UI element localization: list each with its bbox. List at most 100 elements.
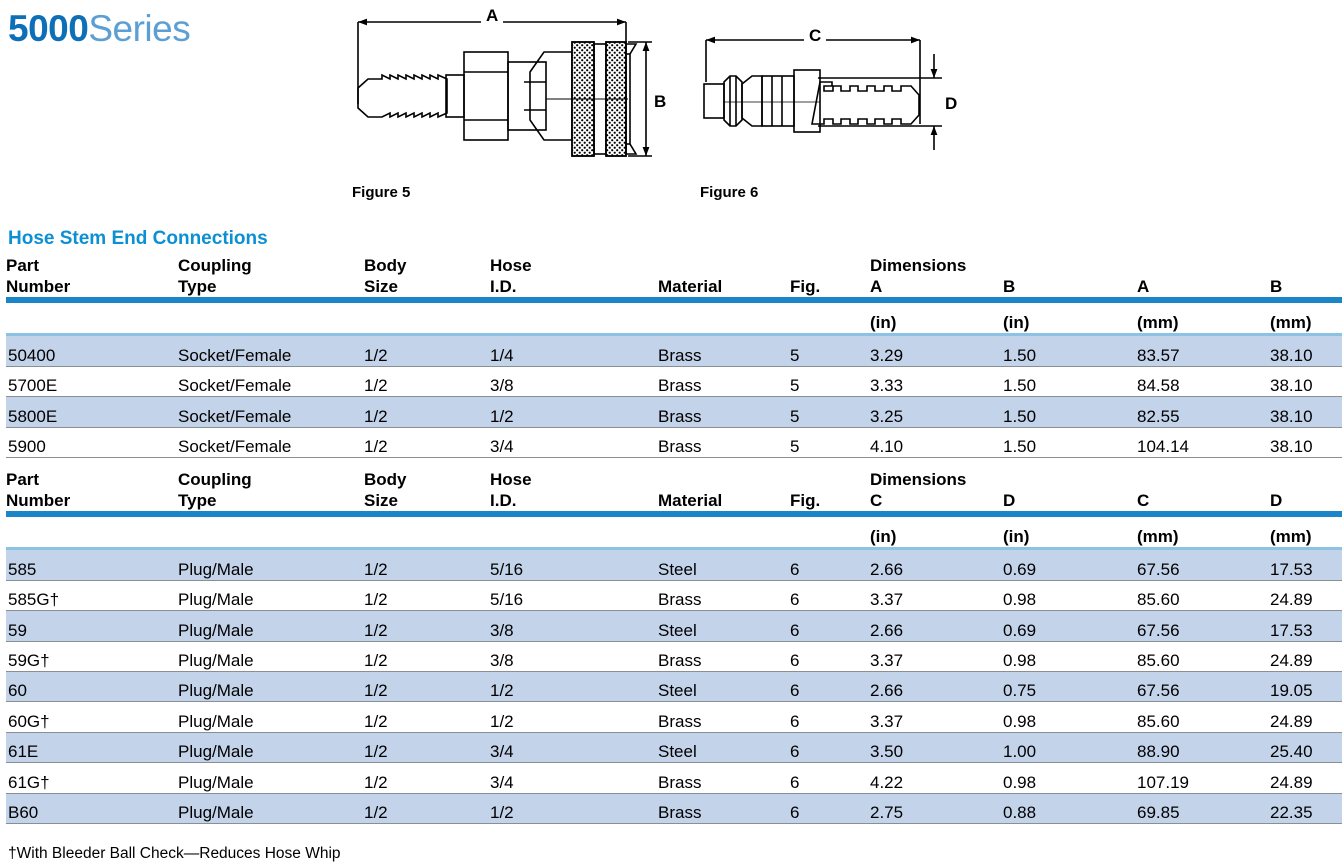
cell-part-number: 50400: [6, 336, 178, 367]
cell-dim-4: 38.10: [1270, 366, 1343, 398]
cell-fig: 5: [790, 366, 870, 398]
cell-dim-2: 0.98: [1003, 580, 1137, 612]
cell-dim-1: 4.22: [870, 762, 1003, 794]
cell-dim-3: 85.60: [1137, 641, 1270, 673]
cell-fig: 6: [790, 701, 870, 733]
cell-material: Brass: [658, 762, 790, 794]
cell-dim-2: 1.50: [1003, 427, 1137, 459]
table1-unit-a-in: (in): [870, 313, 897, 332]
cell-material: Steel: [658, 550, 790, 581]
table1-col-dim-b-mm: B: [1270, 277, 1283, 296]
cell-coupling-type: Plug/Male: [178, 550, 364, 581]
cell-dim-1: 2.66: [870, 671, 1003, 703]
cell-dim-1: 3.37: [870, 701, 1003, 733]
cell-part-number: 61G†: [6, 762, 178, 794]
cell-dim-1: 2.75: [870, 793, 1003, 825]
figure-6-caption: Figure 6: [700, 184, 759, 201]
cell-part-number: 61E: [6, 732, 178, 764]
cell-dim-1: 3.37: [870, 641, 1003, 673]
table2-header-rule: [6, 511, 1343, 517]
cell-coupling-type: Socket/Female: [178, 396, 364, 428]
cell-coupling-type: Plug/Male: [178, 641, 364, 673]
cell-dim-2: 1.50: [1003, 336, 1137, 367]
cell-dim-2: 0.98: [1003, 762, 1137, 794]
cell-part-number: 60G†: [6, 701, 178, 733]
table2-units-row: (in) (in) (mm) (mm): [6, 517, 1342, 547]
table2-col-material: Material: [658, 491, 723, 510]
cell-dim-4: 22.35: [1270, 793, 1343, 825]
cell-coupling-type: Plug/Male: [178, 762, 364, 794]
cell-fig: 5: [790, 336, 870, 367]
cell-part-number: 585: [6, 550, 178, 581]
cell-fig: 6: [790, 732, 870, 764]
cell-dim-3: 67.56: [1137, 550, 1270, 581]
table1-col-hose-id: Hose I.D.: [490, 256, 532, 296]
cell-hose-id: 1/2: [490, 671, 658, 703]
table1-unit-b-in: (in): [1003, 313, 1030, 332]
cell-dim-3: 67.56: [1137, 671, 1270, 703]
cell-material: Brass: [658, 336, 790, 367]
table1-col-body-size: Body Size: [364, 256, 407, 296]
cell-material: Brass: [658, 366, 790, 398]
cell-dim-2: 0.98: [1003, 641, 1137, 673]
cell-dim-4: 24.89: [1270, 762, 1343, 794]
table2-col-hose-id: Hose I.D.: [490, 470, 532, 510]
cell-fig: 6: [790, 671, 870, 703]
cell-body-size: 1/2: [364, 610, 490, 642]
table2-col-dim-c-mm: C: [1137, 491, 1150, 510]
cell-dim-3: 85.60: [1137, 701, 1270, 733]
cell-dim-3: 83.57: [1137, 336, 1270, 367]
cell-dim-1: 4.10: [870, 427, 1003, 459]
cell-body-size: 1/2: [364, 366, 490, 398]
table2-col-part-number: Part Number: [6, 470, 71, 510]
cell-hose-id: 3/8: [490, 366, 658, 398]
cell-dim-4: 19.05: [1270, 671, 1343, 703]
cell-dim-2: 0.69: [1003, 550, 1137, 581]
cell-hose-id: 3/8: [490, 641, 658, 673]
cell-body-size: 1/2: [364, 641, 490, 673]
table2-col-dim-c-in: C: [870, 491, 883, 510]
cell-fig: 6: [790, 610, 870, 642]
cell-dim-3: 88.90: [1137, 732, 1270, 764]
hose-stem-plug-table: Dimensions Part Number Coupling Type Bod…: [6, 470, 1343, 825]
cell-hose-id: 3/8: [490, 610, 658, 642]
cell-hose-id: 3/4: [490, 427, 658, 459]
cell-material: Brass: [658, 793, 790, 825]
cell-dim-4: 25.40: [1270, 732, 1343, 764]
cell-dim-4: 24.89: [1270, 580, 1343, 612]
cell-dim-2: 1.50: [1003, 366, 1137, 398]
cell-body-size: 1/2: [364, 732, 490, 764]
table1-col-part-number: Part Number: [6, 256, 71, 296]
cell-body-size: 1/2: [364, 762, 490, 794]
cell-material: Brass: [658, 396, 790, 428]
cell-hose-id: 3/4: [490, 762, 658, 794]
cell-dim-3: 82.55: [1137, 396, 1270, 428]
cell-material: Brass: [658, 427, 790, 459]
cell-fig: 5: [790, 427, 870, 459]
cell-fig: 6: [790, 762, 870, 794]
cell-part-number: B60: [6, 793, 178, 825]
cell-fig: 5: [790, 396, 870, 428]
table1-units-row: (in) (in) (mm) (mm): [6, 303, 1342, 333]
table2-col-dim-d-in: D: [1003, 491, 1016, 510]
page-title: 5000Series: [8, 8, 191, 50]
cell-body-size: 1/2: [364, 701, 490, 733]
cell-body-size: 1/2: [364, 793, 490, 825]
cell-dim-4: 38.10: [1270, 396, 1343, 428]
table2-header-row: Part Number Coupling Type Body Size Hose…: [6, 470, 1342, 511]
cell-dim-4: 38.10: [1270, 336, 1343, 367]
cell-dim-2: 0.69: [1003, 610, 1137, 642]
cell-dim-1: 2.66: [870, 550, 1003, 581]
table2-unit-c-mm: (mm): [1137, 527, 1179, 546]
cell-hose-id: 3/4: [490, 732, 658, 764]
cell-coupling-type: Plug/Male: [178, 580, 364, 612]
cell-fig: 6: [790, 641, 870, 673]
